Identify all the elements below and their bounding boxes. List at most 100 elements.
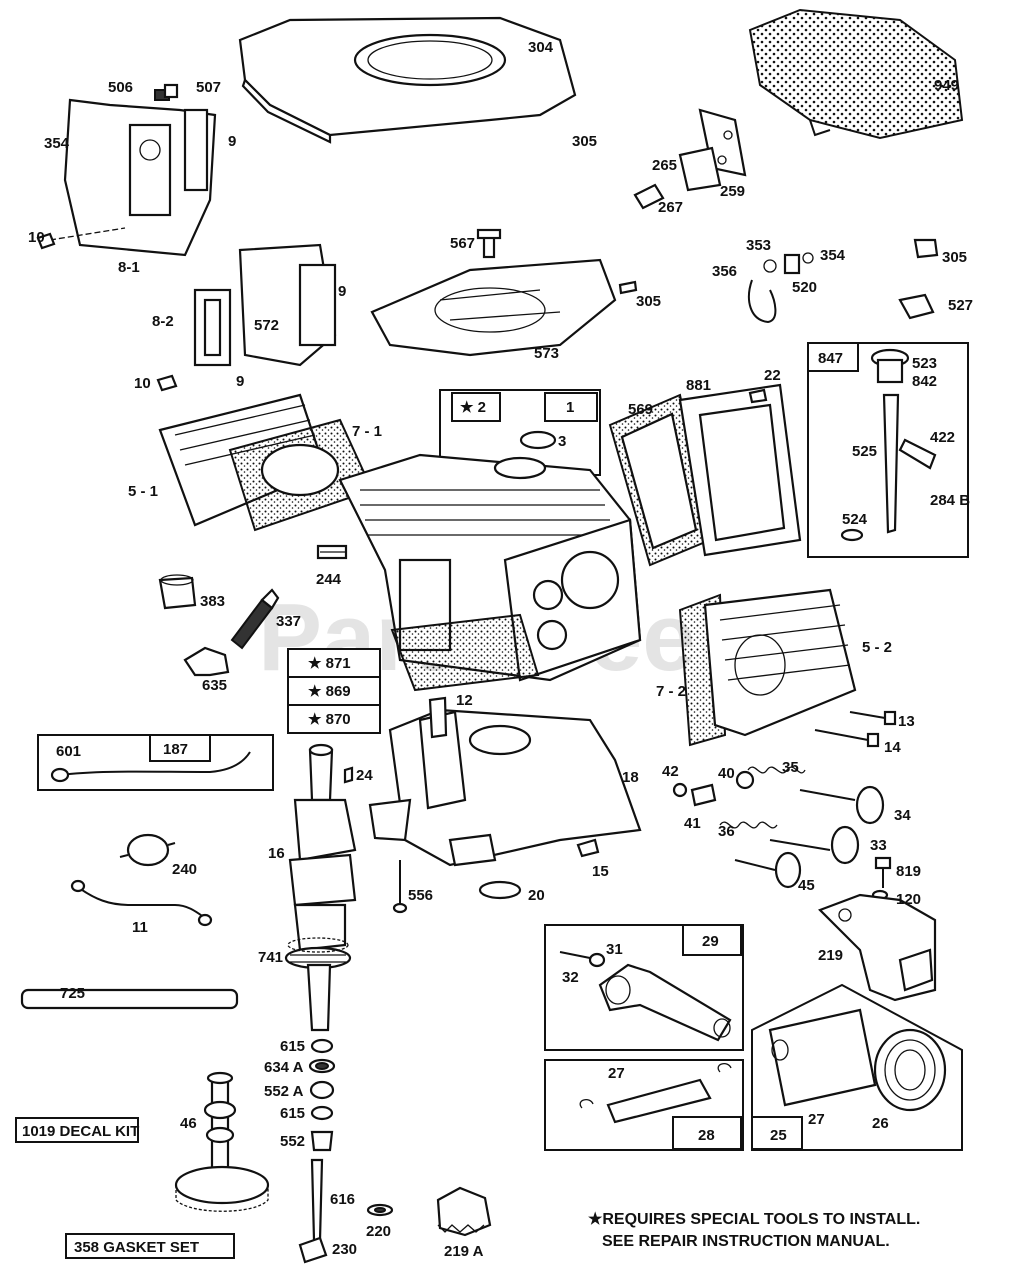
label-305: 305 xyxy=(942,249,967,266)
label-27: 27 xyxy=(808,1111,825,1128)
label-305: 305 xyxy=(572,133,597,150)
label-267: 267 xyxy=(658,199,683,216)
shroud-572 xyxy=(156,243,337,392)
label-29: 29 xyxy=(702,933,719,950)
label-35: 35 xyxy=(782,759,799,776)
fuel-line-kit-187 xyxy=(37,734,274,791)
label-33: 33 xyxy=(870,837,887,854)
label-616: 616 xyxy=(330,1191,355,1208)
label-819: 819 xyxy=(896,863,921,880)
label-26: 26 xyxy=(872,1115,889,1132)
label-353: 353 xyxy=(746,237,771,254)
label-15: 15 xyxy=(592,863,609,880)
label-41: 41 xyxy=(684,815,701,832)
label-187: 187 xyxy=(163,741,188,758)
label-22: 22 xyxy=(764,367,781,384)
crankcase-18 xyxy=(368,696,642,914)
cylinder-head-5-1 xyxy=(158,393,374,532)
label-7-2: 7 - 2 xyxy=(656,683,686,700)
label-12: 12 xyxy=(456,692,473,709)
label-842: 842 xyxy=(912,373,937,390)
label-572: 572 xyxy=(254,317,279,334)
label-5-1: 5 - 1 xyxy=(128,483,158,500)
label-870: ★ 870 xyxy=(308,711,351,728)
label-219: 219 xyxy=(818,947,843,964)
label-305: 305 xyxy=(636,293,661,310)
label-8-2: 8-2 xyxy=(152,313,174,330)
label-869: ★ 869 xyxy=(308,683,351,700)
label-525: 525 xyxy=(852,443,877,460)
label-9: 9 xyxy=(338,283,346,300)
label-20: 20 xyxy=(528,887,545,904)
decal-kit-box: 1019 DECAL KIT xyxy=(15,1117,139,1143)
governor-219 xyxy=(818,893,937,1002)
label-552a: 552 A xyxy=(264,1083,304,1100)
footnote-line2: SEE REPAIR INSTRUCTION MANUAL. xyxy=(602,1233,890,1250)
label-219a: 219 A xyxy=(444,1243,484,1260)
label-40: 40 xyxy=(718,765,735,782)
label-31: 31 xyxy=(606,941,623,958)
head-bolts xyxy=(814,710,897,748)
label-1: 1 xyxy=(566,399,574,416)
label-28: 28 xyxy=(698,1127,715,1144)
ground-wire-356 xyxy=(748,252,814,324)
label-7-1: 7 - 1 xyxy=(352,423,382,440)
label-725: 725 xyxy=(60,985,85,1002)
pushrod-616 xyxy=(298,1158,328,1264)
label-337: 337 xyxy=(276,613,301,630)
gasket-set-box: 358 GASKET SET xyxy=(65,1233,235,1259)
label-45: 45 xyxy=(798,877,815,894)
label-527: 527 xyxy=(948,297,973,314)
label-24: 24 xyxy=(356,767,373,784)
label-567: 567 xyxy=(450,235,475,252)
label-523: 523 xyxy=(912,355,937,372)
label-615: 615 xyxy=(280,1105,305,1122)
label-354: 354 xyxy=(820,247,846,264)
gear-741 xyxy=(287,937,349,953)
label-14: 14 xyxy=(884,739,901,756)
washer-220 xyxy=(366,1203,394,1217)
footnote-line1: ★REQUIRES SPECIAL TOOLS TO INSTALL. xyxy=(588,1211,920,1228)
connecting-rod-kit-29 xyxy=(544,924,744,1051)
dipstick-kit-847 xyxy=(807,342,969,558)
label-10: 10 xyxy=(134,375,151,392)
piston-pin-kit-28 xyxy=(544,1059,744,1151)
valve-train xyxy=(672,766,885,889)
label-871: ★ 871 xyxy=(308,655,351,672)
label-304: 304 xyxy=(528,39,554,56)
label-284b: 284 B xyxy=(930,492,970,509)
label-46: 46 xyxy=(180,1115,197,1132)
label-25: 25 xyxy=(770,1127,787,1144)
washer-stack xyxy=(308,1038,336,1152)
label-524: 524 xyxy=(842,511,868,528)
gear-219a xyxy=(436,1186,492,1237)
label-13: 13 xyxy=(898,713,915,730)
label-949: 949 xyxy=(934,77,959,94)
label-520: 520 xyxy=(792,279,817,296)
label-240: 240 xyxy=(172,861,197,878)
label-569: 569 xyxy=(628,401,653,418)
label-881: 881 xyxy=(686,377,711,394)
label-27: 27 xyxy=(608,1065,625,1082)
label-3: 3 xyxy=(558,433,566,450)
gasket-set-label: 358 GASKET SET xyxy=(74,1239,199,1256)
air-filter-949 xyxy=(748,8,964,140)
tube-11 xyxy=(70,879,213,927)
plug-boot-635 xyxy=(183,646,230,677)
label-9: 9 xyxy=(228,133,236,150)
back-plate-8-1 xyxy=(36,83,217,257)
label-741: 741 xyxy=(258,949,283,966)
decal-kit-label: 1019 DECAL KIT xyxy=(22,1123,139,1140)
label-120: 120 xyxy=(896,891,921,908)
label-265: 265 xyxy=(652,157,677,174)
blower-housing-304 xyxy=(238,16,577,144)
label-615: 615 xyxy=(280,1038,305,1055)
piston-kit-25 xyxy=(751,983,963,1151)
label-601: 601 xyxy=(56,743,81,760)
fuel-filter-240 xyxy=(119,833,176,867)
label-32: 32 xyxy=(562,969,579,986)
part-labels: 304 305 949 506 507 354 9 10 8-1 265 259… xyxy=(28,39,973,1260)
label-506: 506 xyxy=(108,79,133,96)
spark-plug-337 xyxy=(230,588,280,650)
